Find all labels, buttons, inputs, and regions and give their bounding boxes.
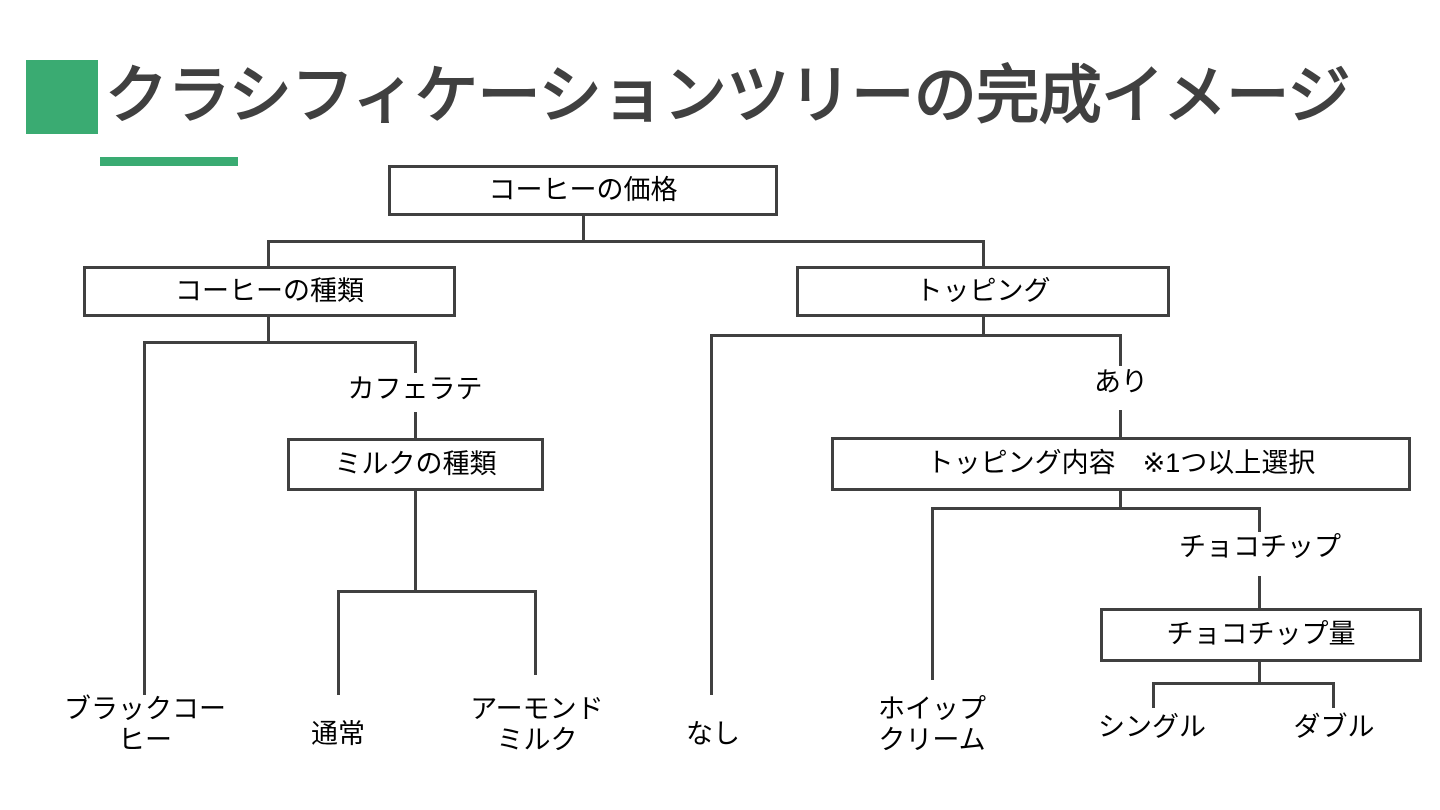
connector-to-coffee-type bbox=[267, 240, 270, 268]
connector-choco-amount-stem bbox=[1258, 661, 1261, 684]
connector-milk-type-stem bbox=[414, 490, 417, 590]
node-milk-type[interactable]: ミルクの種類 bbox=[287, 438, 544, 491]
connector-coffee-type-stem bbox=[267, 316, 270, 343]
connector-black-coffee bbox=[143, 341, 146, 695]
node-topping-content[interactable]: トッピング内容 ※1つ以上選択 bbox=[831, 437, 1411, 491]
node-coffee-price[interactable]: コーヒーの価格 bbox=[388, 165, 778, 216]
connector-root-branch bbox=[267, 240, 985, 243]
connector-topping-content-branch bbox=[931, 507, 1261, 510]
node-topping[interactable]: トッピング bbox=[796, 266, 1170, 317]
connector-milk-normal bbox=[337, 590, 340, 695]
connector-coffee-type-branch bbox=[143, 341, 417, 344]
connector-milk-almond bbox=[534, 590, 537, 675]
title-accent-square bbox=[26, 60, 98, 134]
title-accent-underline bbox=[100, 157, 238, 166]
edge-label-cafe-latte: カフェラテ bbox=[347, 374, 483, 404]
connector-choco-chip-upper bbox=[1258, 507, 1261, 532]
edge-label-topping-yes: あり bbox=[1094, 367, 1148, 397]
connector-choco-chip-lower bbox=[1258, 576, 1261, 609]
connector-topping-content-stem bbox=[1119, 490, 1122, 510]
connector-to-topping bbox=[982, 240, 985, 268]
connector-topping-yes-lower bbox=[1119, 410, 1122, 438]
node-choco-chip-amount[interactable]: チョコチップ量 bbox=[1100, 608, 1422, 662]
edge-label-choco-chip: チョコチップ bbox=[1179, 532, 1341, 562]
page-title: クラシフィケーションツリーの完成イメージ bbox=[105, 61, 1350, 131]
connector-topping-yes-upper bbox=[1119, 334, 1122, 366]
connector-topping-branch bbox=[710, 334, 1122, 337]
connector-single bbox=[1152, 682, 1155, 708]
connector-root-stem bbox=[582, 215, 585, 242]
leaf-single: シングル bbox=[1098, 712, 1206, 742]
connector-choco-amount-branch bbox=[1152, 682, 1335, 685]
leaf-black-coffee: ブラックコー ヒー bbox=[64, 694, 226, 755]
connector-whip-cream bbox=[931, 507, 934, 680]
connector-topping-stem bbox=[982, 316, 985, 337]
leaf-normal-milk: 通常 bbox=[311, 719, 365, 749]
leaf-whip-cream: ホイップ クリーム bbox=[878, 694, 986, 755]
connector-cafe-latte-lower bbox=[414, 412, 417, 438]
node-coffee-type[interactable]: コーヒーの種類 bbox=[83, 266, 456, 317]
leaf-topping-none: なし bbox=[686, 719, 740, 749]
leaf-almond-milk: アーモンド ミルク bbox=[470, 694, 604, 755]
connector-double bbox=[1332, 682, 1335, 708]
connector-milk-type-branch bbox=[337, 590, 537, 593]
connector-topping-none bbox=[710, 334, 713, 695]
leaf-double: ダブル bbox=[1293, 712, 1375, 742]
connector-cafe-latte-upper bbox=[414, 341, 417, 373]
